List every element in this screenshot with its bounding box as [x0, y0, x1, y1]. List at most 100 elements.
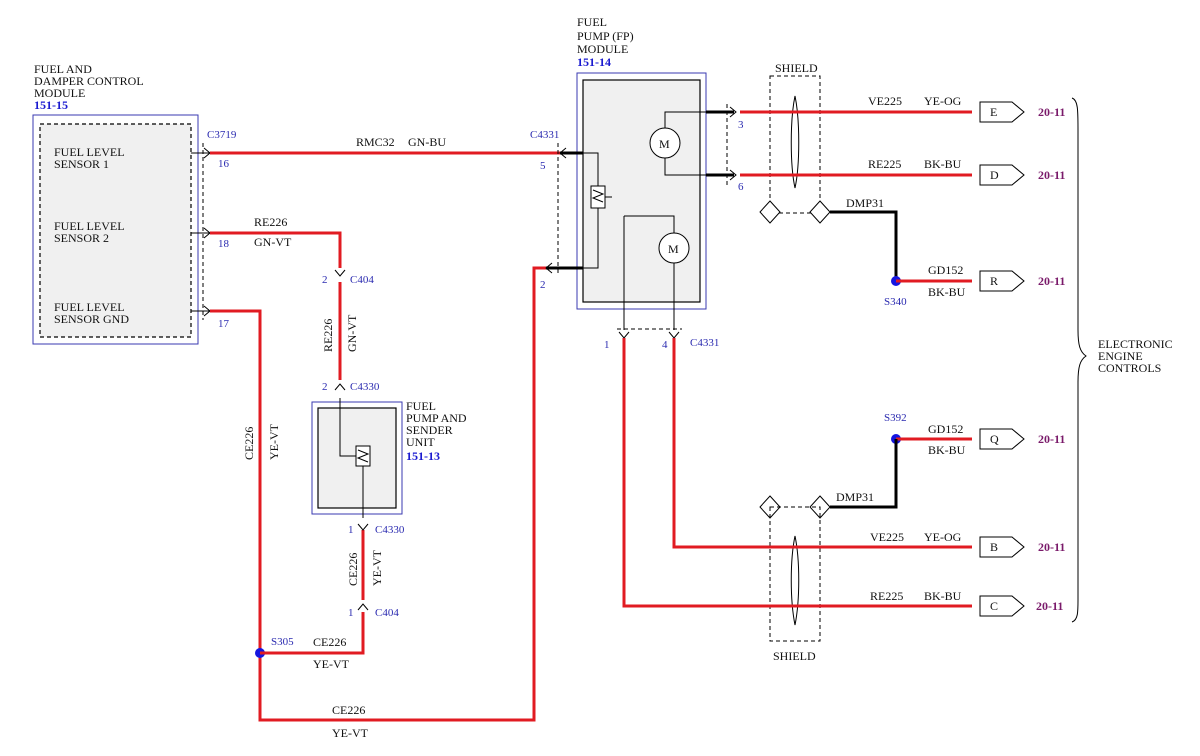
- shield-drain-1-icon: [759, 200, 781, 224]
- terminal-b-page[interactable]: 20-11: [1038, 540, 1065, 554]
- fdcm-title-line-1: FUEL AND: [34, 62, 92, 76]
- c4330-bottom-pin: 1: [348, 524, 354, 536]
- re225-top-color: BK-BU: [924, 157, 962, 171]
- rmc32-color: GN-BU: [408, 135, 446, 149]
- pin-4-arrow-icon: [668, 331, 680, 339]
- shield-drain-2-icon: [809, 200, 831, 224]
- wire-dmp31-bottom[interactable]: [830, 439, 898, 509]
- pin-3-arrow-icon: [729, 106, 737, 118]
- wire-ce226-s305[interactable]: [260, 612, 365, 655]
- ve225-bot-circuit: VE225: [870, 530, 904, 544]
- fdcm-inner-box: [39, 123, 192, 338]
- fp-title-line-2: PUMP (FP): [577, 29, 634, 43]
- wires-left: RMC32 GN-BU RE226 GN-VT 2 C404 RE226 GN-…: [210, 135, 560, 740]
- re225-bot-circuit: RE225: [870, 589, 903, 603]
- wire-ce226-loop[interactable]: [210, 266, 546, 722]
- ce226-s305-color: YE-VT: [313, 657, 350, 671]
- pin-18: 18: [218, 238, 230, 250]
- eec-title-line-1: ELECTRONIC: [1098, 337, 1173, 351]
- fp-title-line-1: FUEL: [577, 15, 607, 29]
- terminal-q-page[interactable]: 20-11: [1038, 432, 1065, 446]
- c4331-left-label: C4331: [530, 129, 559, 141]
- re225-bot-color: BK-BU: [924, 589, 962, 603]
- gd152-top-circuit: GD152: [928, 263, 963, 277]
- pin-2-fp: 2: [540, 279, 546, 291]
- c404-top-arrow-icon: [334, 269, 346, 277]
- sensor-1-label-1: FUEL LEVEL: [54, 145, 125, 159]
- re226-v-color: GN-VT: [345, 314, 359, 352]
- re226-v-circuit: RE226: [321, 319, 335, 352]
- sender-ref-link[interactable]: 151-13: [406, 449, 440, 463]
- rmc32-circuit: RMC32: [356, 135, 395, 149]
- ce226-mid-color: YE-VT: [370, 549, 384, 586]
- ce226-bottom-color: YE-VT: [332, 726, 369, 740]
- terminal-r-page[interactable]: 20-11: [1038, 274, 1065, 288]
- shield-bottom-outline: [769, 506, 821, 642]
- ce226-s305-circuit: CE226: [313, 635, 346, 649]
- c404-bottom-arrow-icon: [357, 603, 369, 611]
- terminal-b-letter: B: [990, 540, 998, 554]
- sensor-gnd-label-2: SENSOR GND: [54, 312, 129, 326]
- c4330-top-label: C4330: [350, 381, 380, 393]
- shield-bottom-twist-icon: [790, 535, 800, 626]
- re225-top-circuit: RE225: [868, 157, 901, 171]
- wire-re226[interactable]: [210, 231, 342, 268]
- terminal-d-letter: D: [990, 168, 999, 182]
- s340-label: S340: [884, 296, 907, 308]
- fuel-damper-control-module: FUEL AND DAMPER CONTROL MODULE 151-15 FU…: [32, 62, 237, 345]
- eec-brace-icon: [1071, 97, 1087, 623]
- shield-top-group: SHIELD VE225 YE-OG RE225 BK-BU DMP31 S34…: [740, 61, 972, 308]
- sender-title-line-2: PUMP AND: [406, 411, 467, 425]
- gd152-top-color: BK-BU: [928, 285, 966, 299]
- c4330-top-arrow-icon: [334, 383, 346, 391]
- ve225-top-circuit: VE225: [868, 94, 902, 108]
- terminal-c[interactable]: C 20-11: [979, 595, 1063, 617]
- pin-5: 5: [540, 160, 546, 172]
- fp-title-line-3: MODULE: [577, 42, 628, 56]
- fdcm-outline: [32, 114, 199, 345]
- ce226-mid-circuit: CE226: [346, 553, 360, 586]
- fp-level-sensor-icon: [590, 185, 606, 209]
- terminal-c-page[interactable]: 20-11: [1036, 599, 1063, 613]
- terminal-e-page[interactable]: 20-11: [1038, 105, 1065, 119]
- c3719-label: C3719: [207, 129, 237, 141]
- re226-circuit: RE226: [254, 215, 287, 229]
- terminal-q-letter: Q: [990, 432, 999, 446]
- eec-brace-group: ELECTRONIC ENGINE CONTROLS: [1071, 97, 1173, 623]
- terminal-e[interactable]: E 20-11: [979, 101, 1065, 123]
- terminal-q[interactable]: Q 20-11: [979, 428, 1065, 450]
- pin-17: 17: [218, 318, 230, 330]
- s392-label: S392: [884, 412, 907, 424]
- s305-label: S305: [271, 636, 294, 648]
- fdcm-title-line-3: MODULE: [34, 86, 85, 100]
- wire-re225-bottom[interactable]: [622, 338, 972, 608]
- fp-ref-link[interactable]: 151-14: [577, 55, 611, 69]
- terminal-d[interactable]: D 20-11: [979, 164, 1065, 186]
- fuel-pump-module: FUEL PUMP (FP) MODULE 151-14 C4331 5 2 M…: [530, 15, 744, 351]
- gd152-bot-circuit: GD152: [928, 422, 963, 436]
- c404-top-label: C404: [350, 274, 374, 286]
- sender-outline: [311, 401, 403, 515]
- pin-1-arrow-icon: [618, 331, 630, 339]
- pin-3: 3: [738, 119, 744, 131]
- ve225-bot-color: YE-OG: [924, 530, 962, 544]
- terminal-r[interactable]: R 20-11: [979, 270, 1065, 292]
- terminal-b[interactable]: B 20-11: [979, 536, 1065, 558]
- terminal-e-letter: E: [990, 105, 997, 119]
- ce226-left-color: YE-VT: [267, 423, 281, 460]
- re226-color: GN-VT: [254, 235, 292, 249]
- terminal-d-page[interactable]: 20-11: [1038, 168, 1065, 182]
- shield-bottom-label: SHIELD: [773, 649, 816, 663]
- fuel-pump-sender-unit: FUEL PUMP AND SENDER UNIT 151-13: [311, 398, 467, 518]
- fdcm-ref-link[interactable]: 151-15: [34, 98, 68, 112]
- shield-top-twist-icon: [790, 95, 800, 189]
- shield-bottom-group: S392 GD152 BK-BU DMP31 SHIELD VE225 YE-O…: [622, 338, 972, 663]
- sensor-2-label-2: SENSOR 2: [54, 231, 109, 245]
- wire-ve225-bottom[interactable]: [672, 338, 972, 549]
- dmp31-top-label: DMP31: [846, 196, 884, 210]
- shield-top-outline: [769, 75, 821, 214]
- gd152-bot-color: BK-BU: [928, 443, 966, 457]
- terminal-flags: E 20-11 D 20-11 R 20-11 Q 20-11 B 20-11 …: [979, 101, 1065, 617]
- wire-dmp31-top[interactable]: [830, 210, 898, 281]
